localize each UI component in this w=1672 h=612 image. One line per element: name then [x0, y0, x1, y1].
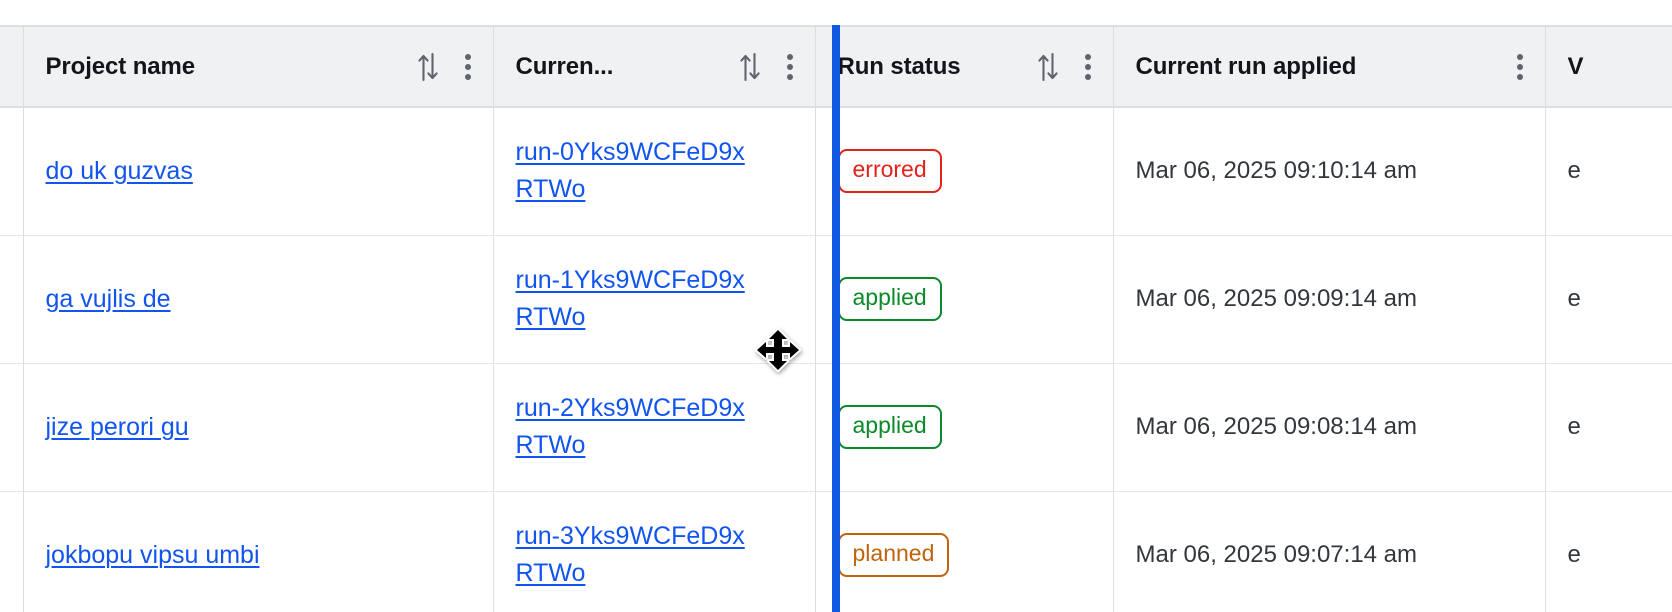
status-badge: planned — [837, 533, 950, 578]
project-name-link[interactable]: do uk guzvas — [45, 156, 193, 185]
table-body: do uk guzvas run-0Yks9WCFeD9xRTWo errore… — [0, 107, 1672, 612]
status-badge: applied — [837, 277, 942, 321]
current-run-applied-value: Mar 06, 2025 09:09:14 am — [1135, 285, 1418, 312]
next-clipped-value: e — [1567, 285, 1581, 312]
row-select-cell[interactable] — [0, 491, 24, 612]
current-run-applied-value: Mar 06, 2025 09:08:14 am — [1135, 413, 1418, 440]
project-name-link[interactable]: jize perori gu — [45, 412, 189, 441]
cell-current-run: run-0Yks9WCFeD9xRTWo — [493, 107, 816, 236]
column-header-project-name[interactable]: Project name — [23, 27, 494, 108]
cell-run-status: applied — [815, 363, 1114, 492]
column-header-label-next-clipped: V — [1567, 52, 1584, 80]
cell-project-name: do uk guzvas — [23, 107, 494, 236]
current-run-link[interactable]: run-0Yks9WCFeD9xRTWo — [515, 138, 745, 204]
table-row[interactable]: jize perori gu run-2Yks9WCFeD9xRTWo appl… — [0, 363, 1672, 492]
cell-project-name: jokbopu vipsu umbi — [23, 491, 494, 612]
column-header-label-current-run: Curren... — [515, 52, 614, 80]
table-header-row: Project name — [0, 27, 1672, 108]
cell-current-run-applied: Mar 06, 2025 09:10:14 am — [1113, 107, 1546, 236]
kebab-menu-icon[interactable] — [1084, 53, 1091, 80]
current-run-applied-value: Mar 06, 2025 09:10:14 am — [1135, 157, 1418, 185]
current-run-applied-value: Mar 06, 2025 09:07:14 am — [1135, 541, 1418, 569]
row-select-cell[interactable] — [0, 235, 24, 364]
cell-current-run-applied: Mar 06, 2025 09:08:14 am — [1113, 363, 1546, 492]
project-name-link[interactable]: ga vujlis de — [45, 284, 171, 313]
column-header-current-run-applied[interactable]: Current run applied — [1113, 27, 1546, 108]
projects-table: Project name — [0, 27, 1672, 612]
column-header-label-run-status: Run status — [837, 52, 961, 80]
cell-next-clipped: e — [1545, 363, 1672, 492]
status-badge: applied — [837, 405, 942, 449]
status-badge: errored — [837, 149, 942, 194]
cell-run-status: planned — [815, 491, 1114, 612]
cell-project-name: jize perori gu — [23, 363, 494, 492]
cell-current-run: run-3Yks9WCFeD9xRTWo — [493, 491, 816, 612]
column-header-label-current-run-applied: Current run applied — [1135, 52, 1357, 80]
sort-arrows-icon[interactable] — [1037, 52, 1059, 82]
table-container: Project name — [0, 25, 1672, 612]
next-clipped-value: e — [1567, 541, 1581, 569]
kebab-menu-icon[interactable] — [464, 53, 471, 80]
row-select-cell[interactable] — [0, 363, 24, 492]
cell-current-run-applied: Mar 06, 2025 09:09:14 am — [1113, 235, 1546, 364]
cell-next-clipped: e — [1545, 491, 1672, 612]
cell-project-name: ga vujlis de — [23, 235, 494, 364]
table-row[interactable]: do uk guzvas run-0Yks9WCFeD9xRTWo errore… — [0, 107, 1672, 236]
current-run-link[interactable]: run-3Yks9WCFeD9xRTWo — [515, 522, 745, 588]
next-clipped-value: e — [1567, 413, 1581, 440]
table-row[interactable]: ga vujlis de run-1Yks9WCFeD9xRTWo applie… — [0, 235, 1672, 364]
cell-current-run: run-1Yks9WCFeD9xRTWo — [493, 235, 816, 364]
cell-next-clipped: e — [1545, 235, 1672, 364]
column-header-select[interactable] — [0, 27, 24, 108]
project-name-link[interactable]: jokbopu vipsu umbi — [45, 540, 260, 569]
row-select-cell[interactable] — [0, 107, 24, 236]
cell-run-status: errored — [815, 107, 1114, 236]
kebab-menu-icon[interactable] — [786, 53, 793, 80]
column-header-label-project-name: Project name — [45, 52, 196, 80]
next-clipped-value: e — [1567, 157, 1581, 185]
cell-current-run: run-2Yks9WCFeD9xRTWo — [493, 363, 816, 492]
current-run-link[interactable]: run-1Yks9WCFeD9xRTWo — [515, 266, 745, 331]
current-run-link[interactable]: run-2Yks9WCFeD9xRTWo — [515, 394, 745, 459]
sort-arrows-icon[interactable] — [739, 52, 761, 82]
column-header-next-clipped[interactable]: V — [1545, 27, 1672, 108]
cell-next-clipped: e — [1545, 107, 1672, 236]
cell-current-run-applied: Mar 06, 2025 09:07:14 am — [1113, 491, 1546, 612]
column-header-current-run[interactable]: Curren... — [493, 27, 816, 108]
kebab-menu-icon[interactable] — [1516, 53, 1523, 80]
cell-run-status: applied — [815, 235, 1114, 364]
table-header: Project name — [0, 27, 1672, 108]
column-header-run-status[interactable]: Run status — [815, 27, 1114, 108]
sort-arrows-icon[interactable] — [417, 52, 439, 82]
table-row[interactable]: jokbopu vipsu umbi run-3Yks9WCFeD9xRTWo … — [0, 491, 1672, 612]
